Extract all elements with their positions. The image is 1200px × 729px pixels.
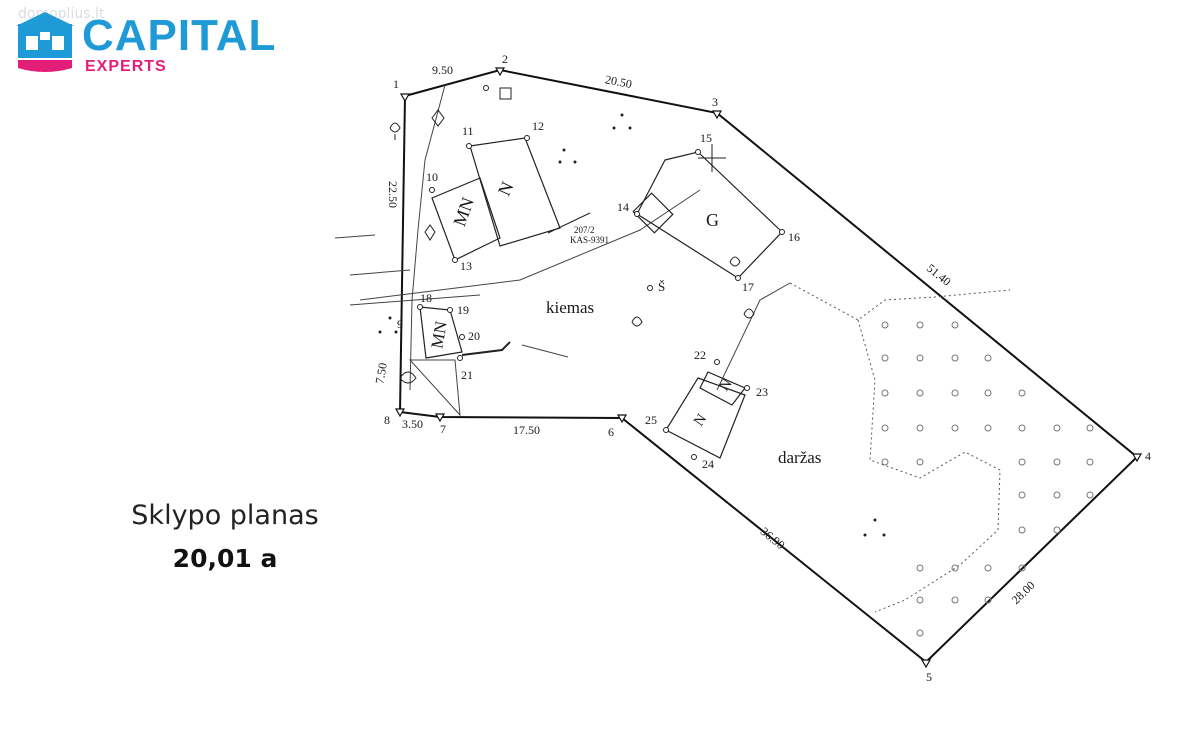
survey-note: 207/2 KAS-9391 [570,225,609,245]
garden-boundary [789,282,1011,613]
vertex-label: 1 [393,77,399,91]
building-g [636,151,783,279]
vertex-label: 21 [461,368,473,382]
boundary-markers [394,67,1143,669]
building-label: MN [449,195,478,229]
building-label: G [706,210,719,230]
dimension-label: 9.50 [432,63,453,77]
vertex-label: 10 [426,170,438,184]
building-label: N [716,376,735,394]
plot-boundary [398,68,1139,664]
vertex-label: 14 [617,200,629,214]
vertex-label: 7 [440,422,446,436]
survey-note-line: 207/2 [574,225,595,235]
dimension-label: 3.50 [402,417,423,431]
vertex-label: 9 [397,317,403,331]
vertex-label: 22 [694,348,706,362]
building-n-upper [699,371,746,406]
building-label: MN [427,320,450,350]
vertex-label: 18 [420,291,432,305]
dimension-label: 28.00 [1009,578,1038,607]
vertex-label: 8 [384,413,390,427]
building-label: N [494,179,518,199]
vertex-label: 17 [742,280,754,294]
area-labels: kiemas daržas [546,298,821,467]
building-n-lower [665,377,746,459]
vertex-label: 12 [532,119,544,133]
logo-wordmark: CAPITAL [82,11,277,60]
vertex-label: 24 [702,457,714,471]
survey-note-line: KAS-9391 [570,235,609,245]
vertex-label: 16 [788,230,800,244]
vertex-label: 13 [460,259,472,273]
inner-lines [334,84,791,417]
vertex-label: 3 [712,95,718,109]
building-mn-small [419,306,463,359]
plot-area: 20,01 a [172,544,278,573]
vertex-label: 23 [756,385,768,399]
survey-points [417,135,785,460]
orchard-trees [881,321,1094,637]
building-label: N [691,411,710,429]
vertex-label: 19 [457,303,469,317]
buildings [419,137,783,459]
vertex-label: 6 [608,425,614,439]
dimension-label: 7.50 [372,362,389,385]
vertex-label: 11 [462,124,474,138]
vertex-label: 15 [700,131,712,145]
plan-title: Sklypo planas [131,500,319,531]
vertex-label: 5 [926,670,932,684]
dimension-label: 22.50 [386,181,400,208]
building-n-main [469,137,561,247]
house-icon [16,12,74,72]
capital-experts-logo: CAPITAL EXPERTS [12,10,292,80]
vertex-label: 20 [468,329,480,343]
dimension-label: 17.50 [513,423,540,437]
misc-symbols [389,85,755,384]
well-label: Š [658,279,665,294]
vertex-label: 2 [502,52,508,66]
area-label-garden: daržas [778,448,821,467]
dimension-label: 20.50 [604,72,633,91]
vertex-labels: 1 2 3 4 5 6 7 8 9 10 11 12 13 14 15 16 1… [384,52,1151,684]
vertex-label: 4 [1145,449,1151,463]
building-mn-main [431,177,501,261]
dimension-label: 51.40 [924,261,954,289]
point-clusters [378,113,886,537]
area-label-yard: kiemas [546,298,594,317]
vertex-label: 25 [645,413,657,427]
logo-subtitle: EXPERTS [85,58,167,75]
